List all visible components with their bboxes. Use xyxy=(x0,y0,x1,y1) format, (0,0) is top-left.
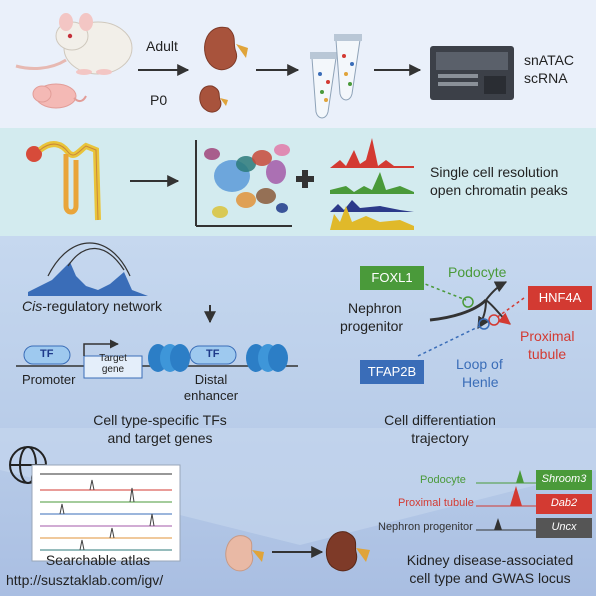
adult-mouse-icon xyxy=(15,13,133,75)
nucleosome-icon xyxy=(246,344,288,372)
adult-label: Adult xyxy=(146,38,178,54)
trajectory-caption-1: Cell differentiation xyxy=(384,412,496,428)
proximal-track-label: Proximal tubule xyxy=(398,497,474,509)
tfap2b-label: TFAP2B xyxy=(367,364,417,379)
gene-track xyxy=(16,339,298,379)
cre-caption-1: Cell type-specific TFs xyxy=(93,412,227,428)
henle-label: Henle xyxy=(462,374,499,390)
nucleosome-icon xyxy=(148,344,190,372)
p0-kidney-icon xyxy=(199,85,228,113)
chromatin-peaks xyxy=(330,138,414,230)
atlas-label: Searchable atlas xyxy=(45,552,151,568)
cre-caption-2: and target genes xyxy=(107,430,213,446)
p0-label: P0 xyxy=(150,92,168,108)
nephron-label: Nephron xyxy=(348,300,402,316)
progenitor-label: progenitor xyxy=(340,318,404,334)
tube-icon xyxy=(310,34,362,119)
trajectory-arrows xyxy=(417,281,525,357)
diseased-kidney-icon xyxy=(325,531,370,572)
shroom3-label: Shroom3 xyxy=(541,473,587,485)
scrna-label: scRNA xyxy=(524,70,568,86)
atlas-url[interactable]: http://susztaklab.com/igv/ xyxy=(6,572,164,588)
plus-icon xyxy=(296,170,314,188)
cre-peaks xyxy=(28,242,148,296)
uncx-label: Uncx xyxy=(551,521,577,533)
resolution-label: Single cell resolution xyxy=(430,164,559,180)
peaks-label: open chromatin peaks xyxy=(430,182,568,198)
tf-label-enhancer: TF xyxy=(206,348,220,360)
disease-tracks xyxy=(476,470,592,538)
foxl1-label: FOXL1 xyxy=(371,270,413,285)
enhancer-label: enhancer xyxy=(183,388,239,403)
igv-browser-screenshot xyxy=(31,464,181,562)
hnf4a-label: HNF4A xyxy=(538,290,582,305)
disease-caption-2: cell type and GWAS locus xyxy=(409,570,571,586)
trajectory-caption-2: trajectory xyxy=(411,430,469,446)
sequencer-icon xyxy=(430,46,514,100)
snatac-label: snATAC xyxy=(524,52,575,68)
nephron-track-label: Nephron progenitor xyxy=(378,521,473,533)
pup-icon xyxy=(32,83,87,109)
podocyte-track-label: Podocyte xyxy=(420,474,466,486)
cre-network-label: Cis-regulatory network xyxy=(22,298,163,314)
proximal-label: Proximal xyxy=(520,328,575,344)
promoter-label: Promoter xyxy=(22,372,76,387)
tf-label-promoter: TF xyxy=(40,348,54,360)
adult-kidney-icon xyxy=(204,26,248,71)
loop-label: Loop of xyxy=(456,356,503,372)
target-gene-label-1: Target xyxy=(99,353,127,364)
umap-plot xyxy=(195,140,292,227)
tubule-label: tubule xyxy=(528,346,567,362)
podocyte-label: Podocyte xyxy=(448,264,507,280)
nephron-icon xyxy=(26,141,101,221)
distal-label: Distal xyxy=(194,372,228,387)
disease-caption-1: Kidney disease-associated xyxy=(406,552,574,568)
dab2-label: Dab2 xyxy=(550,497,578,509)
target-gene-label-2: gene xyxy=(101,364,125,375)
healthy-kidney-icon xyxy=(225,535,264,572)
